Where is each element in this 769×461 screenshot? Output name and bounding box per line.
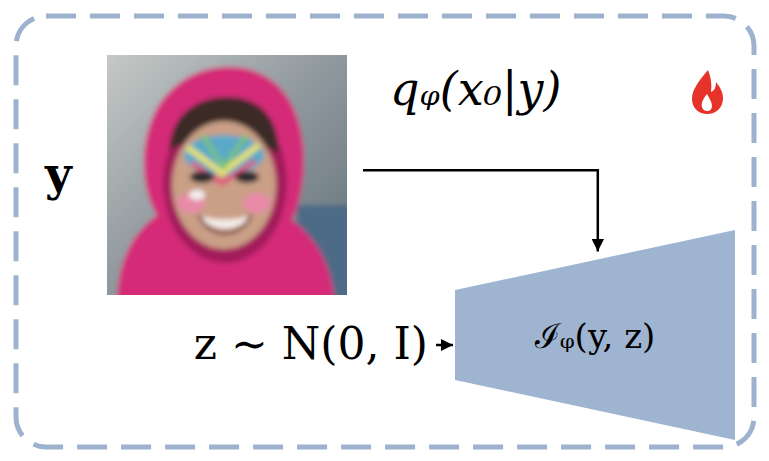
trapezoid-fill [455, 230, 735, 440]
flame-icon [692, 70, 723, 114]
noise-arrow [436, 344, 453, 347]
input-image-node: y [107, 55, 347, 295]
dashed-frame [16, 16, 754, 447]
input-variable: y [45, 147, 72, 201]
generator-trapezoid: ℐᵩ(y, z) [455, 230, 735, 440]
noise-label: z ∼ N(0, I) [194, 318, 428, 369]
flow-arrow [363, 170, 598, 251]
degraded-face-photo [107, 55, 347, 295]
generator-name: ℐᵩ(y, z) [535, 312, 656, 358]
posterior-label: qᵩ(x₀|y) [390, 62, 562, 116]
